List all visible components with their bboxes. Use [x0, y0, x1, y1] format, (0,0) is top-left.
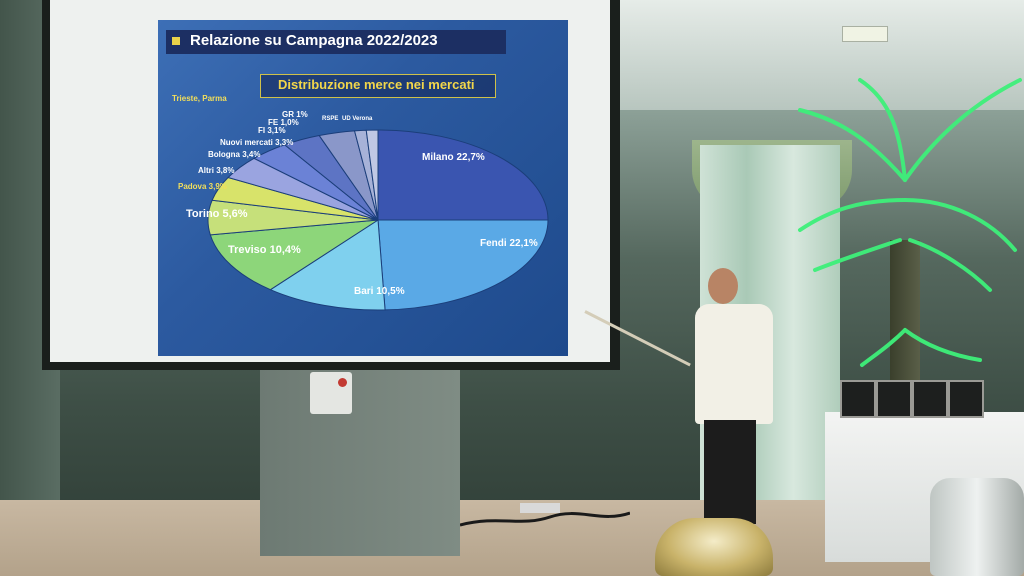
ceiling-light [842, 26, 888, 42]
pie-slice [377, 219, 549, 311]
slide-title: Relazione su Campagna 2022/2023 [190, 32, 438, 49]
plaque [948, 380, 984, 418]
pie-slice [365, 129, 379, 221]
slice-label-fi: FI 3,1% [258, 126, 286, 135]
plaque [876, 380, 912, 418]
slice-label-treviso: Treviso 10,4% [228, 244, 301, 256]
award-plaques [840, 380, 990, 418]
pie-chart [207, 129, 549, 311]
silver-trophy [930, 478, 1024, 576]
plaque [840, 380, 876, 418]
presenter [690, 268, 780, 530]
pie-slice [269, 219, 386, 311]
ceiling [560, 0, 1024, 110]
pie-slice [209, 219, 379, 291]
slice-label-bari: Bari 10,5% [354, 286, 405, 297]
pie-slice [377, 129, 549, 221]
slice-label-padova: Padova 3,9% [178, 182, 227, 191]
slide-title-bar [166, 30, 506, 54]
slice-label-torino: Torino 5,6% [186, 208, 248, 220]
annotation-ud-verona: UD Verona [342, 116, 373, 122]
chart-title: Distribuzione merce nei mercati [278, 77, 475, 92]
slice-label-milano: Milano 22,7% [422, 152, 485, 163]
slice-label-altri: Altri 3,8% [198, 166, 235, 175]
electrical-socket [310, 372, 352, 414]
presenter-shirt [695, 304, 773, 424]
bullet-icon [172, 37, 180, 45]
slice-label-fe: FE 1,0% [268, 118, 299, 127]
slice-label-fendi: Fendi 22,1% [480, 238, 538, 249]
plaque [912, 380, 948, 418]
wall-pillar [260, 370, 460, 556]
chart-title-box [260, 74, 496, 98]
annotation-rspe: RSPE [322, 116, 339, 122]
annotation-trieste-parma: Trieste, Parma [172, 94, 227, 103]
presenter-pants [704, 420, 756, 524]
slice-label-bologna: Bologna 3,4% [208, 150, 261, 159]
gold-trophy [655, 518, 773, 576]
slice-label-gr: GR 1% [282, 110, 308, 119]
presentation-slide: Relazione su Campagna 2022/2023 Distribu… [158, 20, 568, 356]
floor-cables [460, 503, 630, 527]
palm-trunk [890, 240, 920, 380]
red-switch-icon [338, 378, 347, 387]
presenter-head [708, 268, 738, 304]
slice-label-nuovi-mercati: Nuovi mercati 3,3% [220, 138, 294, 147]
